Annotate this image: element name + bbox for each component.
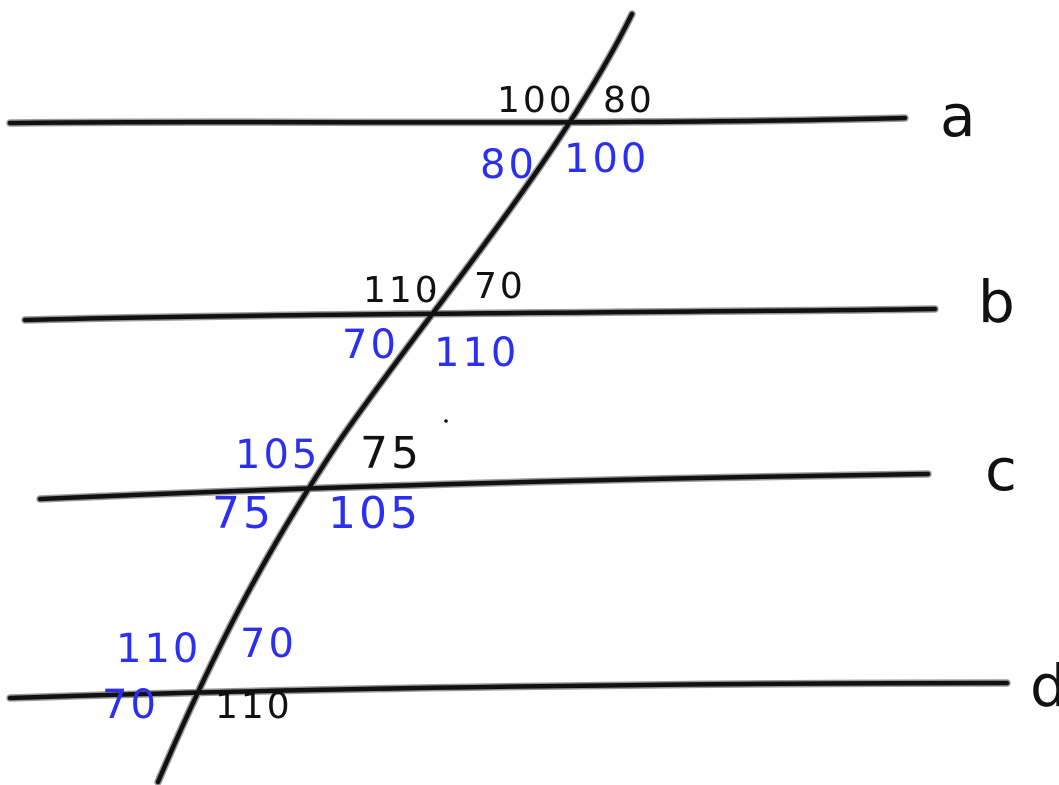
angle-b-bottom-left: 70 (342, 322, 399, 368)
angle-a-bottom-left: 80 (480, 142, 537, 188)
angle-c-bottom-left: 75 (212, 488, 274, 539)
line-a (7, 115, 908, 126)
line-label-a: a (940, 82, 976, 150)
angle-a-bottom-right: 100 (564, 136, 649, 182)
line-label-d: d (1030, 652, 1059, 720)
line-b (22, 306, 938, 323)
line-label-c: c (985, 436, 1017, 504)
angle-b-top-left: 110 (363, 270, 441, 311)
angle-d-top-left: 110 (116, 626, 201, 672)
angle-a-top-right: 80 (603, 80, 655, 121)
ink-dot (283, 688, 287, 692)
transversal-line (155, 11, 635, 785)
line-label-b: b (978, 268, 1015, 336)
angle-a-top-left: 100 (497, 80, 575, 121)
angle-d-bottom-left: 70 (102, 682, 159, 728)
angle-d-bottom-right: 110 (215, 686, 293, 727)
angle-b-top-right: 70 (474, 266, 526, 307)
angle-c-top-right: 75 (360, 428, 422, 479)
angle-c-bottom-right: 105 (328, 488, 421, 539)
ink-dot (444, 419, 448, 423)
angle-c-top-left: 105 (235, 432, 320, 478)
line-d (7, 680, 1010, 701)
angle-b-bottom-right: 110 (434, 330, 519, 376)
ink-dot (430, 289, 434, 293)
angle-d-top-right: 70 (240, 621, 297, 667)
line-c (37, 471, 931, 502)
